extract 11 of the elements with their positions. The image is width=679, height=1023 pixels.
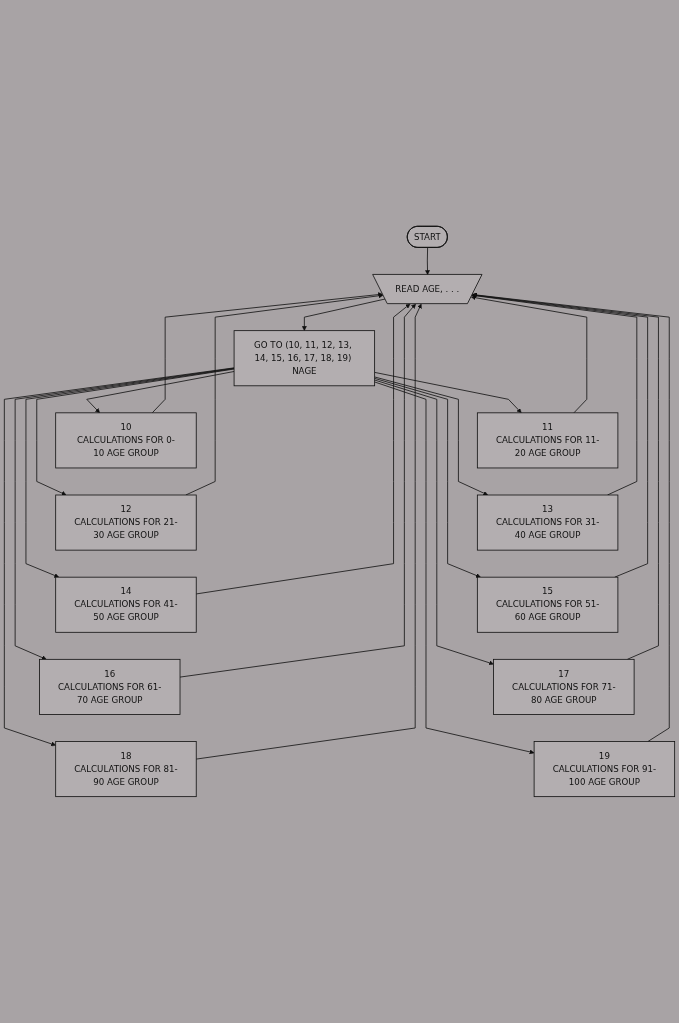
node-box: 11 CALCULATIONS FOR 11-20 AGE GROUP: [476, 412, 619, 469]
node-box: 13 CALCULATIONS FOR 31-40 AGE GROUP: [476, 494, 619, 551]
node-box: 19 CALCULATIONS FOR 91-100 AGE GROUP: [533, 741, 676, 798]
node-box: 17 CALCULATIONS FOR 71-80 AGE GROUP: [493, 658, 635, 715]
node-box: 15 CALCULATIONS FOR 51-60 AGE GROUP: [476, 576, 619, 633]
node-box: 18 CALCULATIONS FOR 81-90 AGE GROUP: [55, 741, 197, 798]
node-box: 12 CALCULATIONS FOR 21-30 AGE GROUP: [55, 494, 197, 551]
node-box: 14 CALCULATIONS FOR 41-50 AGE GROUP: [55, 576, 197, 633]
node-box: 10 CALCULATIONS FOR 0-10 AGE GROUP: [55, 412, 197, 469]
node-box: GO TO (10, 11, 12, 13, 14, 15, 16, 17, 18, 19) NAGE: [233, 330, 376, 387]
node-box: 16 CALCULATIONS FOR 61-70 AGE GROUP: [39, 658, 181, 715]
